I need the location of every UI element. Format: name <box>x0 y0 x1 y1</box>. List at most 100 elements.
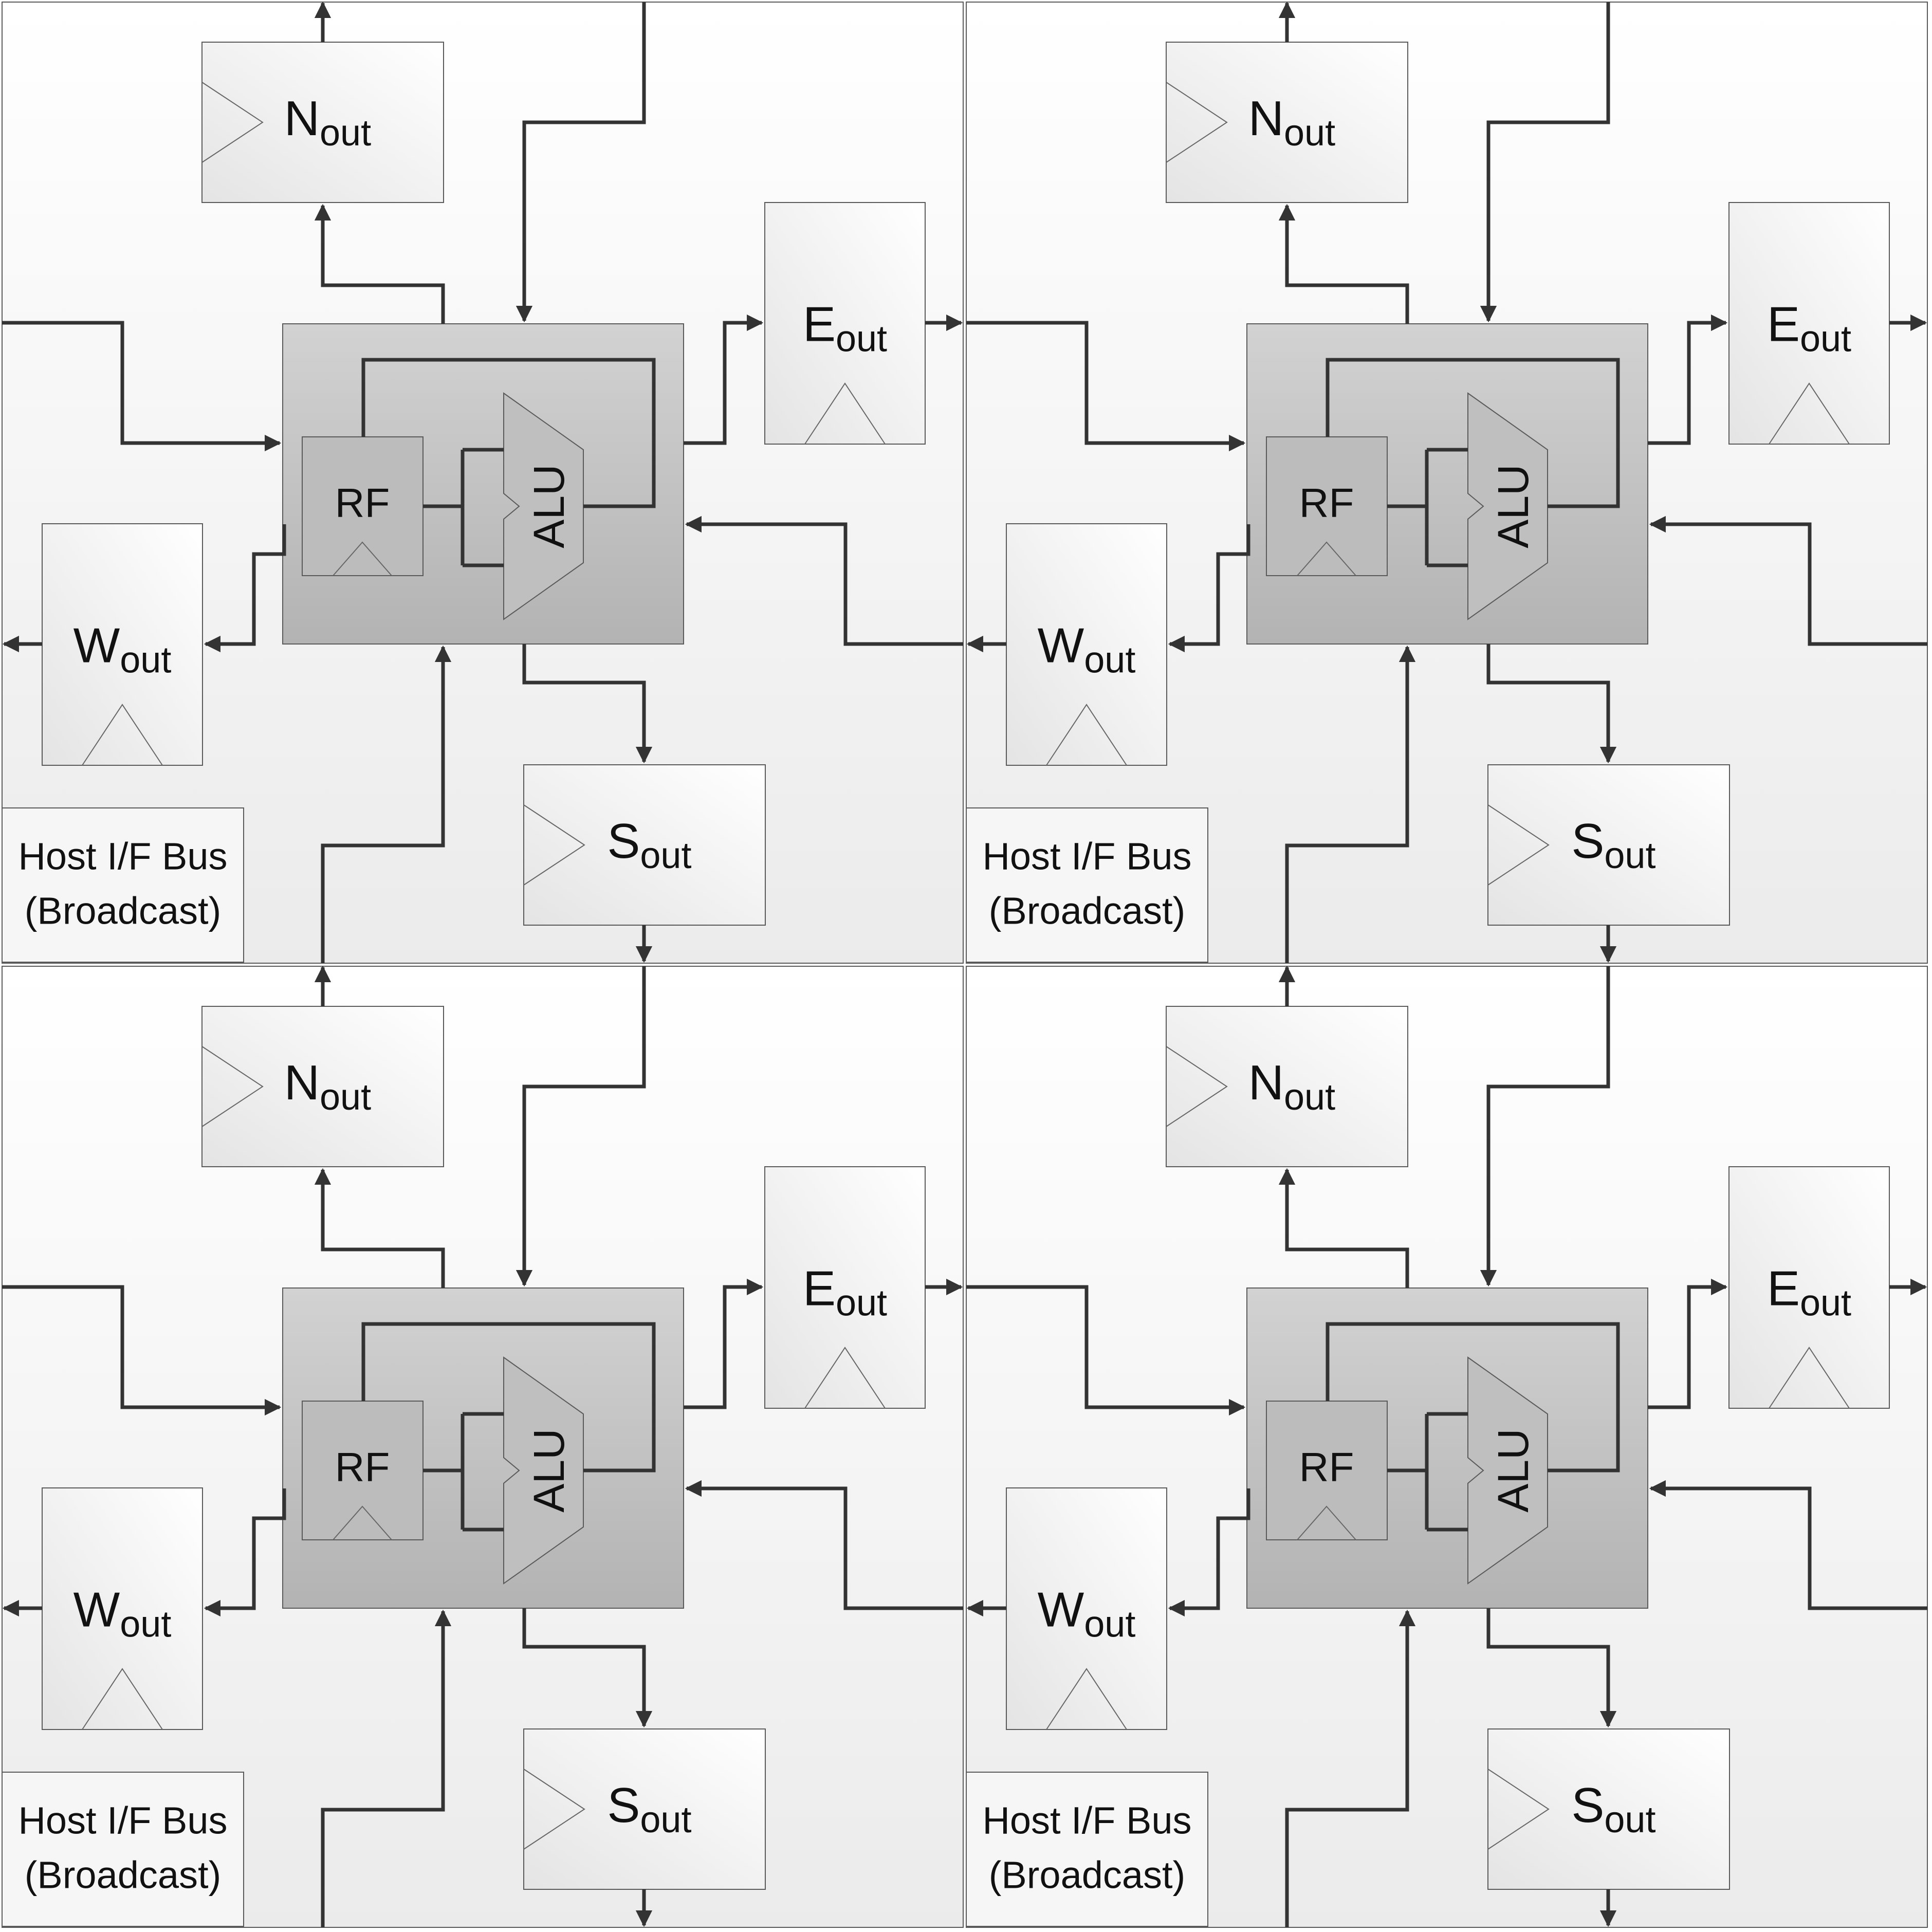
core-to-w-out <box>1168 524 1250 653</box>
alu-shape <box>503 1356 584 1585</box>
clock-triangle-icon <box>523 1769 585 1850</box>
alu-feedback-wire <box>361 1322 656 1473</box>
clock-triangle-icon <box>1487 804 1550 886</box>
e-out-label: Eout <box>1767 297 1851 360</box>
host-bus-sublabel: (Broadcast) <box>989 1854 1185 1897</box>
alu-label: ALU <box>1489 464 1537 548</box>
west-input-to-core <box>2 1285 282 1416</box>
e-out-label: Eout <box>1767 1261 1851 1324</box>
south-input-to-core <box>321 645 452 963</box>
core-to-e-out <box>1648 314 1728 445</box>
w-out-register <box>1006 523 1167 766</box>
clock-triangle-icon <box>201 82 264 163</box>
e-out-label: Eout <box>803 1261 887 1324</box>
rf-label: RF <box>335 1444 390 1490</box>
core-to-w-out <box>204 524 286 653</box>
core-to-e-out <box>684 314 764 445</box>
clock-triangle-icon <box>333 1505 392 1540</box>
clock-triangle-icon <box>1297 1505 1356 1540</box>
s-out-register <box>523 764 766 926</box>
core-to-n-out <box>314 204 445 324</box>
west-input-to-core <box>966 1285 1246 1416</box>
w-out-register <box>1006 1487 1167 1730</box>
s-out-register <box>523 1728 766 1890</box>
alu-label: ALU <box>525 464 573 548</box>
north-input-to-core <box>1480 2 1610 323</box>
west-input-to-core <box>2 321 282 452</box>
alu-feedback-wire <box>361 358 656 508</box>
host-bus-sublabel: (Broadcast) <box>25 890 221 932</box>
host-bus-label: Host I/F Bus <box>18 1799 227 1842</box>
east-input-to-core <box>1649 1480 1927 1610</box>
n-out-label: Nout <box>284 91 371 154</box>
south-input-to-core <box>321 1609 452 1927</box>
host-bus-label: Host I/F Bus <box>18 835 227 878</box>
clock-triangle-icon <box>1487 1769 1550 1850</box>
core-to-n-out <box>1278 1168 1409 1288</box>
w-out-label: Wout <box>1038 618 1136 681</box>
s-out-register <box>1487 1728 1730 1890</box>
north-input-to-core <box>1480 966 1610 1287</box>
north-input-to-core <box>516 966 646 1287</box>
host-bus-sublabel: (Broadcast) <box>25 1854 221 1897</box>
host-bus-label: Host I/F Bus <box>982 835 1191 878</box>
w-out-label: Wout <box>73 618 172 681</box>
n-out-register <box>201 42 444 203</box>
w-out-register <box>42 1487 203 1730</box>
s-out-label: Sout <box>1571 814 1655 876</box>
core-to-n-out <box>1278 204 1409 324</box>
pe-cell-top-left: Host I/F Bus (Broadcast) RF ALU NoutEoutWout… <box>2 1 964 964</box>
rf-label: RF <box>1299 480 1354 526</box>
core-to-e-out <box>1648 1278 1728 1409</box>
n-out-label: Nout <box>1248 1055 1335 1118</box>
register-file <box>1266 436 1388 576</box>
host-bus-box <box>2 1772 244 1927</box>
core-to-s-out <box>1486 644 1617 764</box>
s-out-label: Sout <box>607 814 691 876</box>
clock-triangle-icon <box>1046 1668 1127 1730</box>
host-bus-sublabel: (Broadcast) <box>989 890 1185 932</box>
e-out-register <box>1728 202 1890 445</box>
n-out-label: Nout <box>284 1055 371 1118</box>
n-out-register <box>1166 1006 1408 1167</box>
core-to-s-out <box>522 1608 653 1728</box>
host-bus-box <box>2 807 244 963</box>
clock-triangle-icon <box>201 1046 264 1127</box>
e-out-label: Eout <box>803 297 887 360</box>
alu-feedback-wire <box>1326 358 1620 508</box>
clock-triangle-icon <box>1769 382 1850 445</box>
alu-shape <box>503 392 584 620</box>
rf-label: RF <box>335 480 390 526</box>
e-out-register <box>764 1166 926 1409</box>
alu-feedback-wire <box>1326 1322 1620 1473</box>
clock-triangle-icon <box>1769 1347 1850 1409</box>
east-input-to-core <box>685 516 963 646</box>
south-input-to-core <box>1285 645 1416 963</box>
n-out-register <box>1166 42 1408 203</box>
host-bus-box <box>966 807 1208 963</box>
core-to-w-out <box>1168 1488 1250 1617</box>
clock-triangle-icon <box>82 704 163 766</box>
s-out-register <box>1487 764 1730 926</box>
clock-triangle-icon <box>333 541 392 576</box>
east-input-to-core <box>685 1480 963 1610</box>
e-out-register <box>764 202 926 445</box>
w-out-register <box>42 523 203 766</box>
clock-triangle-icon <box>523 804 585 886</box>
core-to-s-out <box>1486 1608 1617 1728</box>
rf-label: RF <box>1299 1444 1354 1490</box>
clock-triangle-icon <box>82 1668 163 1730</box>
host-bus-box <box>966 1772 1208 1927</box>
s-out-label: Sout <box>607 1778 691 1841</box>
clock-triangle-icon <box>804 382 886 445</box>
clock-triangle-icon <box>1166 82 1228 163</box>
alu-label: ALU <box>1489 1428 1537 1512</box>
clock-triangle-icon <box>804 1347 886 1409</box>
alu-label: ALU <box>525 1428 573 1512</box>
clock-triangle-icon <box>1166 1046 1228 1127</box>
